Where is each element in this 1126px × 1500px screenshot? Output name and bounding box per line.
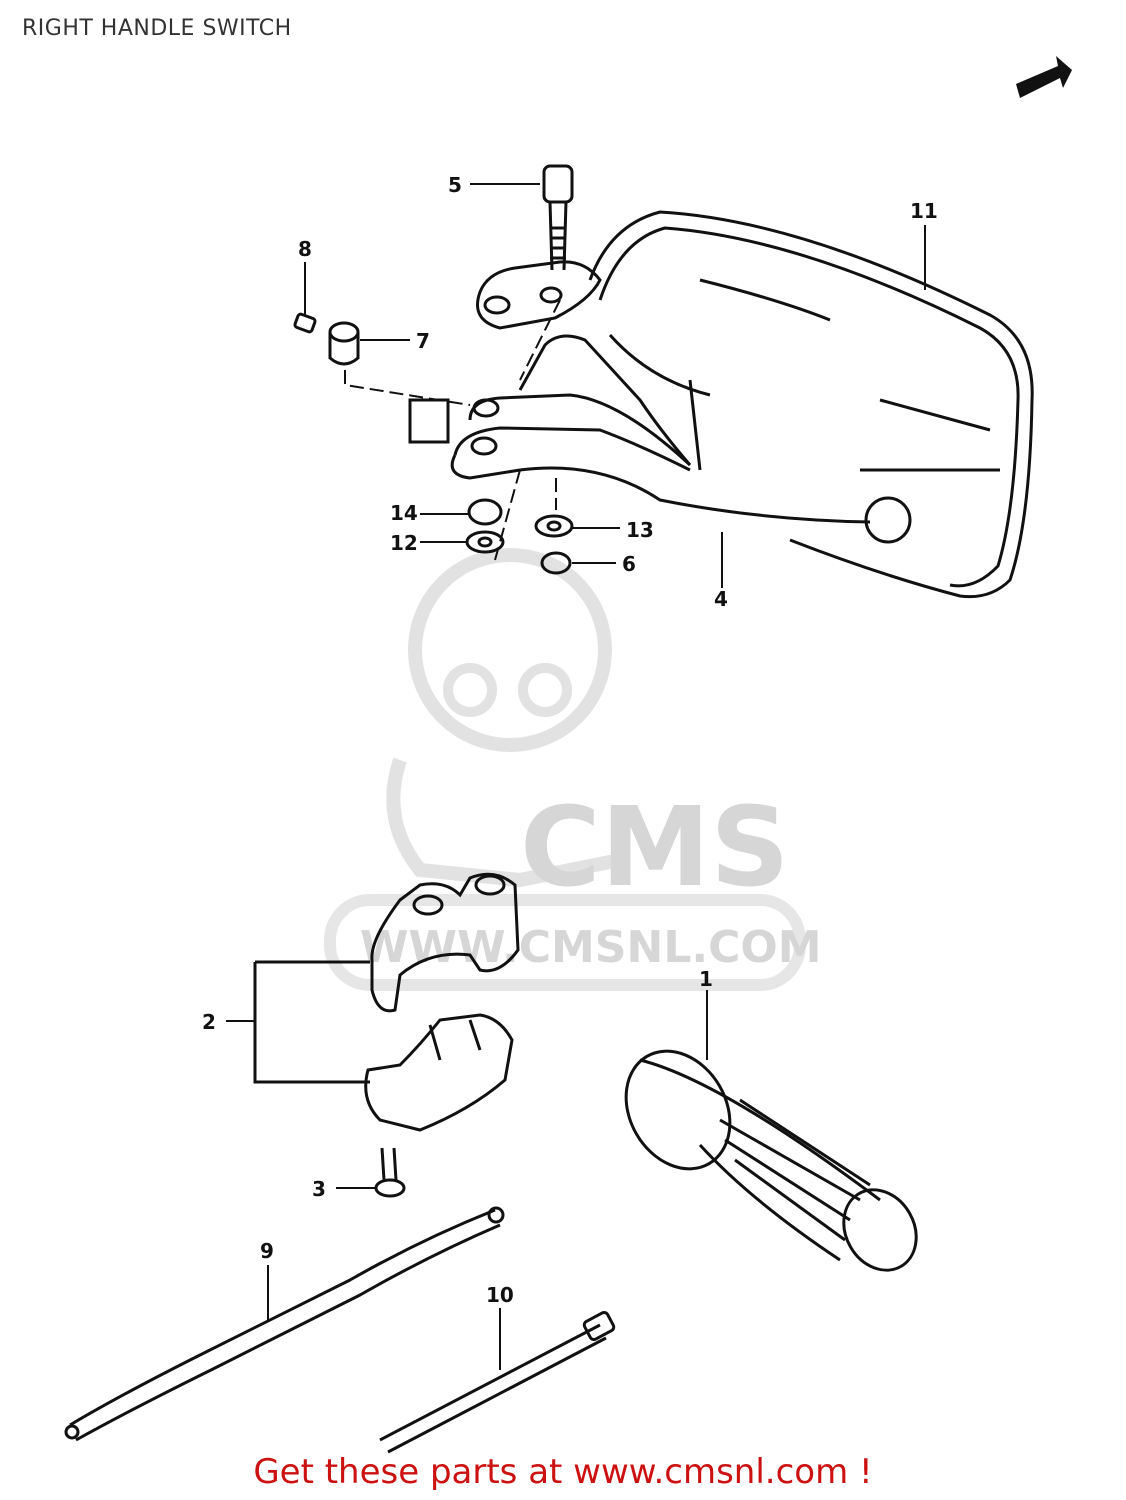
get-parts-link[interactable]: Get these parts at www.cmsnl.com !: [253, 1452, 873, 1492]
callout-9: 9: [260, 1239, 274, 1263]
callout-11: 11: [910, 199, 938, 223]
page-title: RIGHT HANDLE SWITCH: [22, 16, 292, 41]
bolt-part: [542, 164, 574, 271]
callout-14: 14: [390, 501, 418, 525]
switch-housing-part: [253, 872, 520, 1132]
callout-3: 3: [312, 1177, 326, 1201]
callout-13: 13: [626, 518, 654, 542]
wire-strap-part: [379, 1310, 616, 1454]
watermark-brand: CMS: [520, 783, 789, 911]
direction-arrow-icon: [1016, 56, 1072, 98]
hand-guard-part: [588, 210, 1034, 599]
guard-bracket-part: [408, 260, 912, 544]
small-parts: [293, 312, 574, 575]
callout-6: 6: [622, 552, 636, 576]
screw-part: [374, 1147, 406, 1198]
cable-part: [64, 1206, 505, 1442]
callout-4: 4: [714, 587, 728, 611]
callout-2: 2: [202, 1010, 216, 1034]
callout-labels: 5 11 8 7 14 12 13 6 4 2 1 3 9 10: [202, 173, 938, 1307]
throttle-grip-part: [624, 1049, 918, 1272]
callout-1: 1: [699, 967, 713, 991]
callout-10: 10: [486, 1283, 514, 1307]
callout-leaders: [226, 183, 926, 1370]
callout-5: 5: [448, 173, 462, 197]
callout-8: 8: [298, 237, 312, 261]
assembly-guide-lines: [344, 299, 561, 561]
callout-7: 7: [416, 329, 430, 353]
callout-12: 12: [390, 531, 418, 555]
watermark-logo: CMS WWW.CMSNL.COM: [324, 548, 822, 991]
watermark-url: WWW.CMSNL.COM: [360, 922, 822, 973]
